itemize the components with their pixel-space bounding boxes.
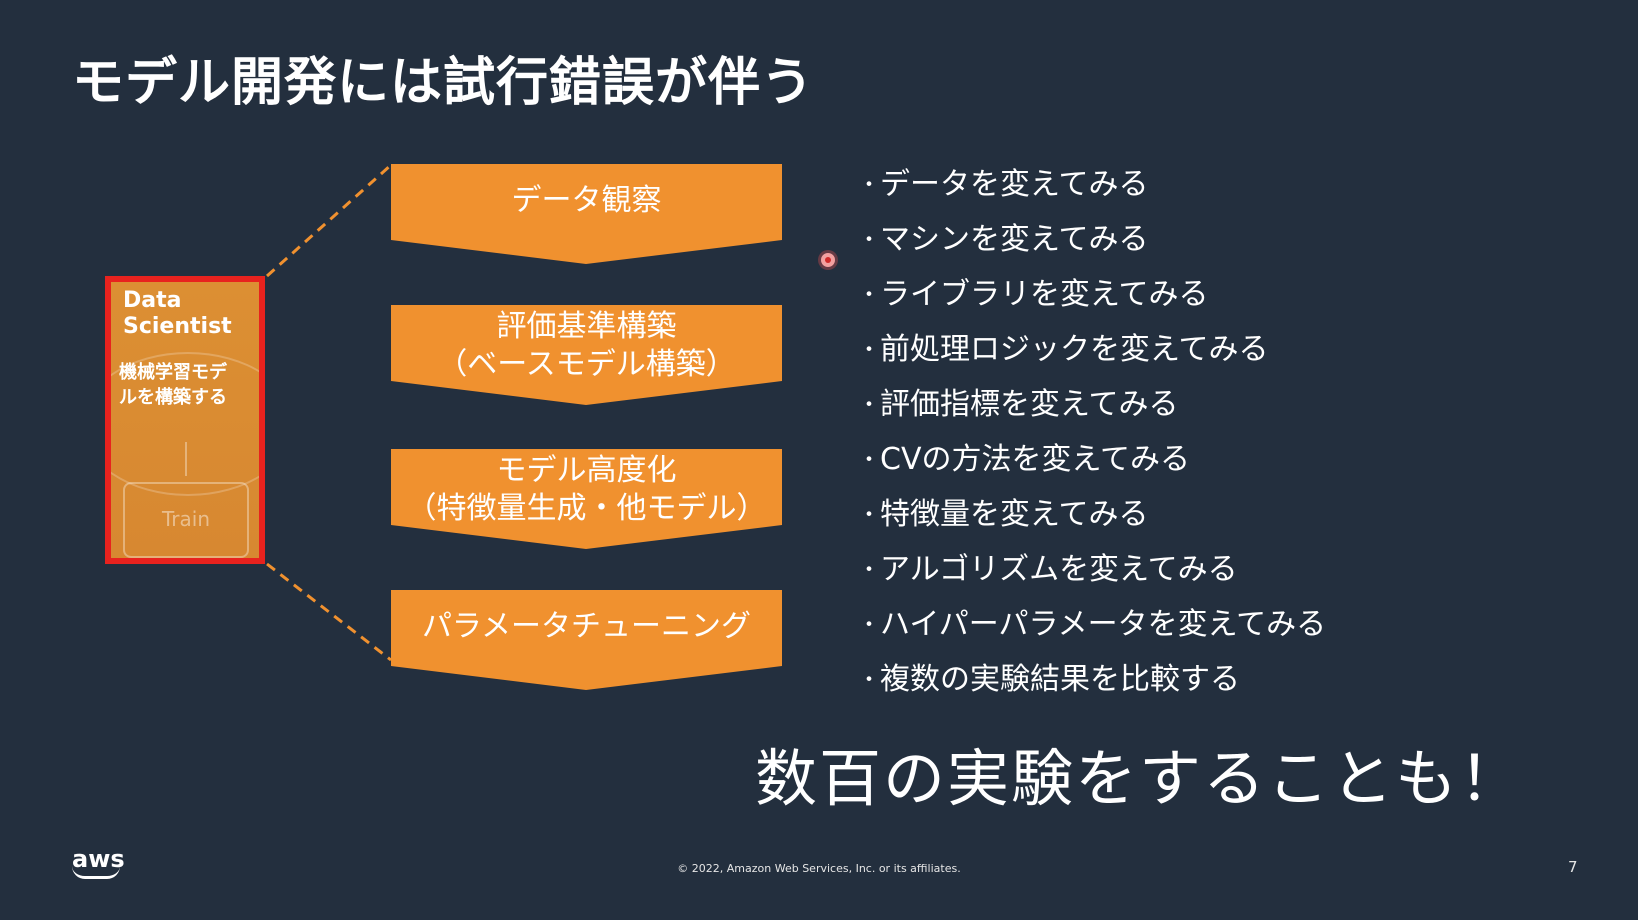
arrow-up-icon — [185, 442, 187, 476]
list-item: ・マシンを変えてみる — [858, 222, 1149, 257]
step-data-observation: データ観察 — [391, 164, 782, 264]
list-item: ・ライブラリを変えてみる — [858, 277, 1209, 312]
train-box: Train — [123, 482, 249, 558]
step-model-improvement: モデル高度化 （特徴量生成・他モデル） — [391, 449, 782, 549]
chevron-shape — [391, 305, 782, 405]
chevron-shape — [391, 590, 782, 690]
slide-title: モデル開発には試行錯誤が伴う — [72, 53, 815, 113]
data-scientist-card: Data Scientist 機械学習モデ ルを構築する Train — [105, 276, 265, 564]
list-item: ・前処理ロジックを変えてみる — [858, 332, 1269, 367]
copyright-text: © 2022, Amazon Web Services, Inc. or its… — [677, 862, 961, 875]
step-parameter-tuning: パラメータチューニング — [391, 590, 782, 690]
chevron-shape — [391, 449, 782, 549]
data-scientist-task: 機械学習モデ ルを構築する — [119, 362, 227, 408]
list-item: ・データを変えてみる — [858, 167, 1149, 202]
list-item: ・CVの方法を変えてみる — [858, 442, 1190, 477]
data-scientist-label: Data Scientist — [123, 288, 232, 339]
aws-smile-icon — [72, 866, 120, 879]
chevron-shape — [391, 164, 782, 264]
laser-pointer-icon — [821, 253, 835, 267]
list-item: ・アルゴリズムを変えてみる — [858, 552, 1238, 587]
list-item: ・複数の実験結果を比較する — [858, 662, 1240, 697]
list-item: ・特徴量を変えてみる — [858, 497, 1149, 532]
experiment-list: ・データを変えてみる ・マシンを変えてみる ・ライブラリを変えてみる ・前処理ロ… — [858, 162, 1326, 712]
workflow-ring — [111, 352, 259, 496]
list-item: ・評価指標を変えてみる — [858, 387, 1179, 422]
page-number: 7 — [1568, 858, 1578, 876]
step-evaluation-baseline: 評価基準構築 （ベースモデル構築） — [391, 305, 782, 405]
conclusion-text: 数百の実験をすることも！ — [755, 742, 1524, 815]
list-item: ・ハイパーパラメータを変えてみる — [858, 607, 1327, 642]
